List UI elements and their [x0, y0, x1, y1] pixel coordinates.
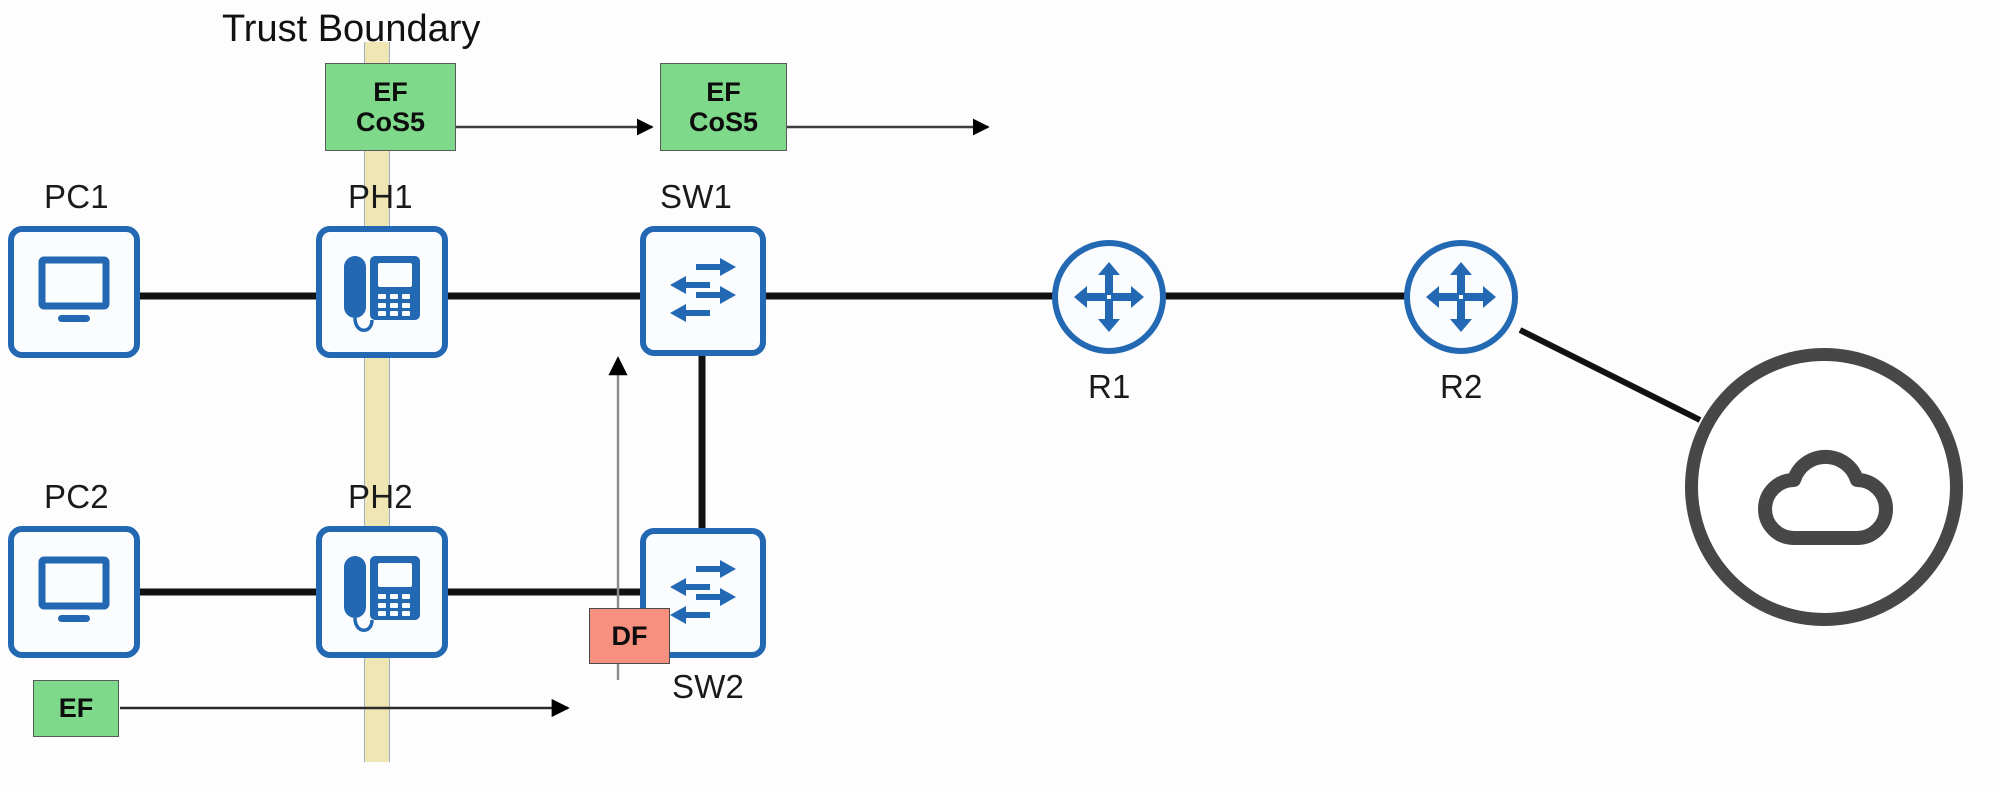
cloud-icon	[1758, 449, 1893, 545]
desktop-monitor-icon	[38, 556, 110, 622]
ip-phone-icon	[344, 256, 420, 332]
tag-ef-cos5-ph1-line1: EF	[373, 76, 408, 107]
device-pc2[interactable]	[8, 526, 140, 658]
device-sw1[interactable]	[640, 226, 766, 356]
device-pc2-frame	[8, 526, 140, 658]
switch-icon	[670, 560, 736, 624]
device-r2[interactable]	[1404, 240, 1518, 354]
device-pc1[interactable]	[8, 226, 140, 358]
trust-boundary-title: Trust Boundary	[222, 8, 481, 50]
tag-df-sw2-line1: DF	[611, 620, 648, 651]
node-label-pc1: PC1	[44, 178, 109, 215]
tag-ef-cos5-ph1-line2: CoS5	[355, 107, 426, 137]
node-label-ph1: PH1	[348, 178, 413, 215]
tag-ef-pc2: EF	[33, 680, 119, 737]
device-sw1-frame	[640, 226, 766, 356]
device-ph2[interactable]	[316, 526, 448, 658]
tag-ef-cos5-ph1: EF CoS5	[325, 63, 456, 151]
switch-icon	[670, 258, 736, 322]
device-cloud[interactable]	[1685, 348, 1963, 626]
node-label-r1: R1	[1088, 368, 1131, 405]
node-label-pc2: PC2	[44, 478, 109, 515]
tag-ef-cos5-sw1-line2: CoS5	[688, 107, 759, 137]
router-icon	[1074, 262, 1144, 332]
device-pc1-frame	[8, 226, 140, 358]
device-cloud-frame	[1685, 348, 1963, 626]
device-r1-frame	[1052, 240, 1166, 354]
node-label-sw2: SW2	[672, 668, 745, 705]
device-r1[interactable]	[1052, 240, 1166, 354]
tag-ef-pc2-line1: EF	[58, 693, 94, 724]
tag-ef-cos5-sw1-line1: EF	[706, 76, 741, 107]
router-icon	[1426, 262, 1496, 332]
device-ph2-frame	[316, 526, 448, 658]
node-label-sw1: SW1	[660, 178, 733, 215]
device-ph1[interactable]	[316, 226, 448, 358]
node-label-r2: R2	[1440, 368, 1483, 405]
desktop-monitor-icon	[38, 256, 110, 322]
device-ph1-frame	[316, 226, 448, 358]
link-r2-cloud	[1518, 327, 1702, 423]
tag-ef-cos5-sw1: EF CoS5	[660, 63, 787, 151]
tag-df-sw2: DF	[589, 608, 670, 664]
ip-phone-icon	[344, 556, 420, 632]
device-r2-frame	[1404, 240, 1518, 354]
node-label-ph2: PH2	[348, 478, 413, 515]
